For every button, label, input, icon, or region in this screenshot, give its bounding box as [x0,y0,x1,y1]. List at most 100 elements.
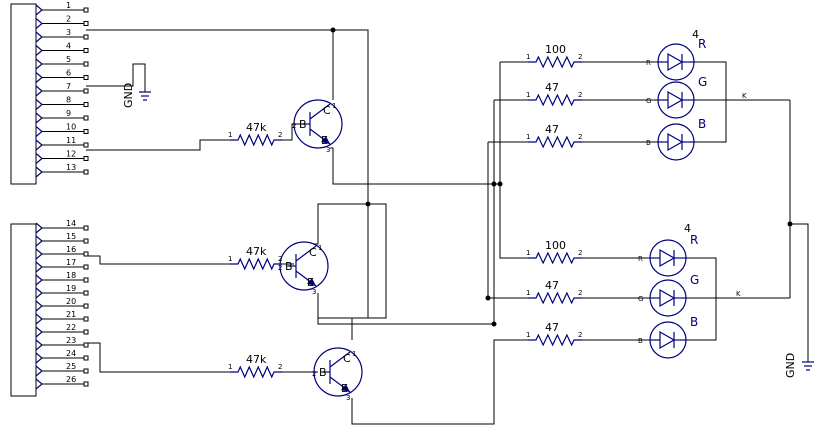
connector-pin: 5 [35,55,89,70]
transistor-pin-c: 1 [318,244,322,252]
resistor-pin-1: 1 [526,289,530,297]
connector-pin: 17 [35,258,89,273]
connector-pin: 9 [35,109,89,124]
connector-pin-number: 2 [66,15,71,24]
transistor-pin-b: 2 [292,122,296,130]
connector-pin-number: 1 [66,1,71,10]
transistor-pin-b: 2 [312,370,316,378]
led-common-label: K [742,92,747,100]
connector-pin-number: 18 [66,271,76,280]
transistor-pin-e: 3 [346,394,350,402]
connector-pin-number: 10 [66,123,76,132]
led-channel-label: G [698,75,707,89]
junctions [330,27,793,327]
gnd-label-left: GND [122,83,135,108]
connector-pin: 15 [35,232,89,247]
transistor-base-label: B [285,260,293,273]
transistor-collector-label: C [323,104,331,117]
connector-pin-number: 8 [66,96,71,105]
led-channel-label: B [698,117,706,131]
led-channel-label: G [690,273,699,287]
resistor-pin-2: 2 [278,131,282,139]
resistor-pin-1: 1 [228,363,232,371]
connector-pin: 2 [35,15,89,29]
connector-pin: 4 [35,42,89,56]
connector-pin: 10 [35,123,89,137]
resistor-value: 47 [545,81,559,94]
transistor-base-label: B [319,366,327,379]
transistor-pin-e: 3 [312,288,316,296]
resistor-value: 100 [545,239,566,252]
connector-pin-number: 14 [66,219,76,228]
connector-pin-number: 23 [66,336,76,345]
transistor-pin-b: 2 [278,264,282,272]
led-pin-label: B [638,337,643,345]
led-ref-label: 4 [684,222,691,235]
connector-pin: 21 [35,310,89,325]
led-pin-label: R [638,255,643,263]
connector-pin: 1 [35,1,89,16]
led-pin-label: G [646,97,651,105]
resistor-pin-2: 2 [578,331,582,339]
resistor-pin-2: 2 [578,53,582,61]
transistor-collector-label: C [309,246,317,259]
led-channel-label: B [690,315,698,329]
led-channel-label: R [698,37,706,51]
transistor-pin-c: 1 [332,102,336,110]
connector-pin: 8 [35,96,89,110]
transistor-emitter-label: E [321,134,328,147]
led-diode: BB [582,117,706,161]
resistor-value: 47k [246,353,267,366]
resistor-pin-1: 1 [526,331,530,339]
connector-pin-number: 20 [66,297,76,306]
led-common-label: K [736,290,741,298]
resistor-pin-1: 1 [526,249,530,257]
connector-pin-number: 3 [66,28,71,37]
connector-pin-number: 7 [66,82,71,91]
transistor-base-label: B [299,118,307,131]
resistor-value: 47k [246,121,267,134]
connector-pin: 14 [35,219,89,234]
connector-pin-number: 6 [66,69,71,78]
led-ref-label: 4 [692,28,699,41]
resistor-pin-1: 1 [526,133,530,141]
connector-pin: 12 [35,150,89,164]
connector-pin-number: 26 [66,375,76,384]
resistor-value: 47 [545,321,559,334]
led-diode: RR [582,233,698,277]
connector-pin-number: 12 [66,150,76,159]
connector-pin-number: 17 [66,258,76,267]
connector-pin: 23 [35,336,89,351]
transistor-pin-c: 1 [352,350,356,358]
connector-pin-number: 13 [66,163,76,172]
resistor-pin-2: 2 [578,249,582,257]
led-diode: GG [582,75,707,119]
connector-pin: 19 [35,284,89,299]
gnd-symbol-left: GND [86,63,151,108]
connector-pin: 11 [35,136,89,151]
led-pin-label: G [638,295,643,303]
resistor-pin-2: 2 [278,363,282,371]
led-diode: BB [582,315,698,359]
connector-pin: 13 [35,163,89,178]
connector-pin: 16 [35,245,89,260]
connector-pin: 22 [35,323,89,338]
connector-pin: 25 [35,362,89,377]
connector-pin-number: 4 [66,42,71,51]
base-resistor: 47k 1 2 [228,353,282,379]
resistor-pin-2: 2 [278,255,282,263]
connector-pin-number: 21 [66,310,76,319]
transistor-collector-label: C [343,352,351,365]
resistor-value: 47 [545,123,559,136]
resistor-pin-1: 1 [526,53,530,61]
connector-pin-number: 25 [66,362,76,371]
resistor-pin-2: 2 [578,133,582,141]
gnd-symbol-right: GND [784,353,814,378]
